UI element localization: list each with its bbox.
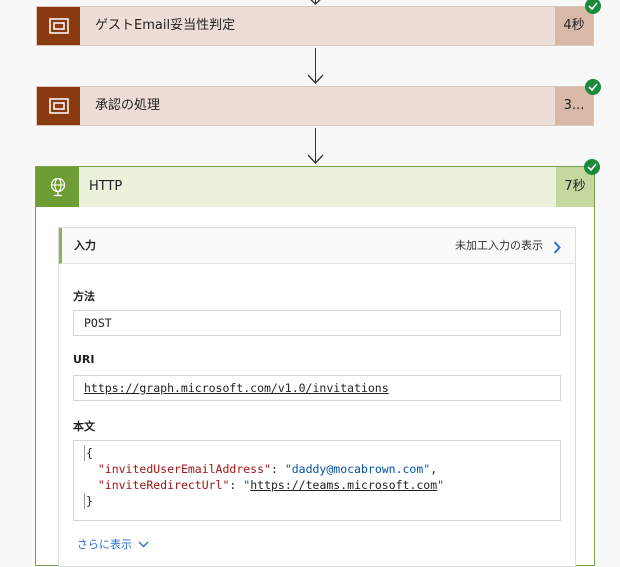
step-guest-email-validation[interactable]: ゲストEmail妥当性判定 4秒 xyxy=(36,6,594,46)
json-key: "invitedUserEmailAddress" xyxy=(97,462,271,476)
uri-link[interactable]: https://graph.microsoft.com/v1.0/invitat… xyxy=(84,381,389,395)
chevron-right-icon[interactable] xyxy=(553,239,561,258)
globe-icon xyxy=(36,167,79,207)
json-sep: : xyxy=(270,462,285,476)
json-brace-close: } xyxy=(84,493,93,509)
chevron-down-icon xyxy=(138,538,149,551)
inputs-header: 入力 未加工入力の表示 xyxy=(59,228,575,264)
scope-icon xyxy=(37,7,80,45)
json-link[interactable]: https://teams.microsoft.com xyxy=(250,478,438,492)
json-key: "inviteRedirectUrl" xyxy=(97,478,230,492)
json-quote: " xyxy=(243,478,251,492)
show-more-label: さらに表示 xyxy=(77,538,132,551)
json-comma: , xyxy=(430,462,438,476)
connector-line xyxy=(315,0,316,4)
show-raw-inputs-link[interactable]: 未加工入力の表示 xyxy=(455,239,543,252)
method-value: POST xyxy=(73,310,561,336)
method-label: 方法 xyxy=(73,290,95,303)
uri-label: URI xyxy=(73,353,95,366)
step-duration: 4秒 xyxy=(555,7,593,45)
step-title: ゲストEmail妥当性判定 xyxy=(95,18,236,33)
step-approval-processing[interactable]: 承認の処理 3... xyxy=(36,86,594,126)
show-more-button[interactable]: さらに表示 xyxy=(77,536,149,552)
checkmark-icon xyxy=(585,0,601,14)
step-title: HTTP xyxy=(89,179,123,194)
json-sep: : xyxy=(229,478,244,492)
step-title: 承認の処理 xyxy=(95,98,161,113)
body-label: 本文 xyxy=(73,420,95,433)
json-value: "daddy@mocabrown.com" xyxy=(284,462,431,476)
connector-line xyxy=(315,128,316,162)
checkmark-icon xyxy=(585,79,601,95)
scope-icon xyxy=(37,87,80,125)
step-duration: 3... xyxy=(555,87,593,125)
step-http: HTTP 7秒 入力 未加工入力の表示 方法 POST URI https://… xyxy=(35,166,595,567)
checkmark-icon xyxy=(584,159,600,175)
inputs-label: 入力 xyxy=(74,239,96,252)
json-quote: " xyxy=(437,478,445,492)
uri-value: https://graph.microsoft.com/v1.0/invitat… xyxy=(73,375,561,401)
http-header[interactable]: HTTP 7秒 xyxy=(36,167,594,207)
inputs-panel: 入力 未加工入力の表示 方法 POST URI https://graph.mi… xyxy=(58,227,576,567)
json-brace-open: { xyxy=(84,445,93,461)
connector-line xyxy=(315,48,316,82)
body-value: { "invitedUserEmailAddress": "daddy@moca… xyxy=(73,440,561,521)
